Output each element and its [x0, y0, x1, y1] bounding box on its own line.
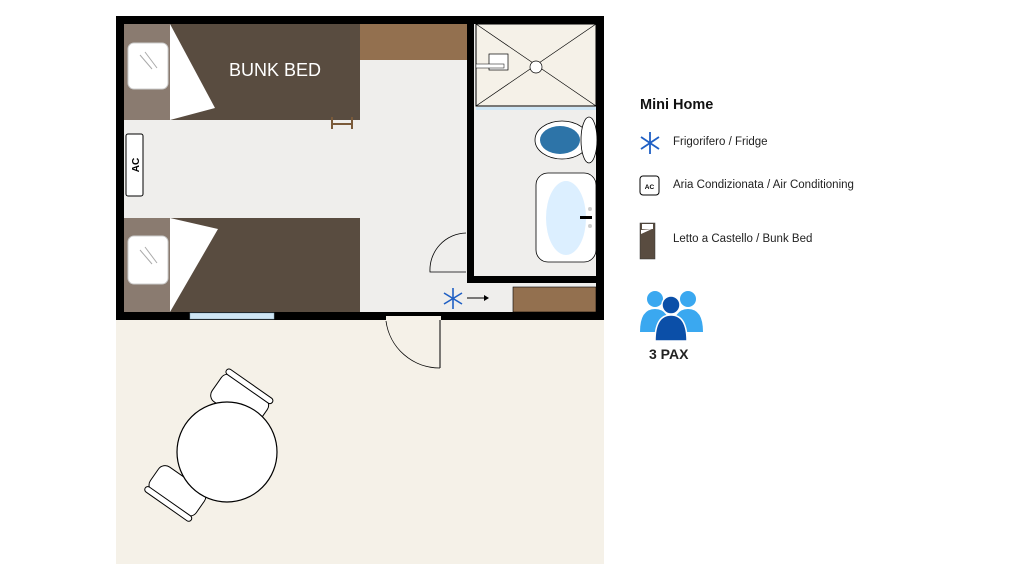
ac-unit: AC [125, 133, 144, 197]
cabinet-outline [512, 286, 597, 313]
shower [475, 23, 597, 110]
legend-label-ac: Aria Condizionata / Air Conditioning [673, 179, 854, 191]
entry-door [385, 316, 441, 369]
snowflake-icon [640, 132, 660, 154]
bunk-bed-icon [639, 222, 656, 260]
toilet [534, 116, 598, 164]
people-icon [640, 291, 703, 342]
bathroom-wall [467, 16, 474, 283]
pillow [127, 42, 169, 90]
window [189, 312, 275, 320]
bathroom-wall [467, 276, 604, 283]
svg-text:AC: AC [645, 184, 655, 191]
wardrobe [360, 24, 467, 60]
bunk-bed-bottom [124, 218, 360, 312]
bathroom-door [429, 232, 467, 273]
bunk-bed-label: BUNK BED [229, 60, 321, 80]
outdoor-table [144, 368, 278, 522]
legend-title: Mini Home [640, 97, 714, 113]
fridge-snowflake-icon [443, 288, 463, 309]
cabinet [513, 287, 596, 312]
legend-label-bunk-bed: Letto a Castello / Bunk Bed [673, 233, 813, 245]
arrow-icon [467, 295, 489, 301]
bunk-bed-top: BUNK BED [124, 24, 360, 129]
svg-text:AC: AC [131, 158, 142, 172]
sink [535, 172, 597, 263]
legend-label-fridge: Frigorifero / Fridge [673, 136, 768, 148]
ladder [331, 117, 353, 129]
ac-icon: AC [639, 175, 660, 196]
capacity-label: 3 PAX [649, 346, 689, 362]
